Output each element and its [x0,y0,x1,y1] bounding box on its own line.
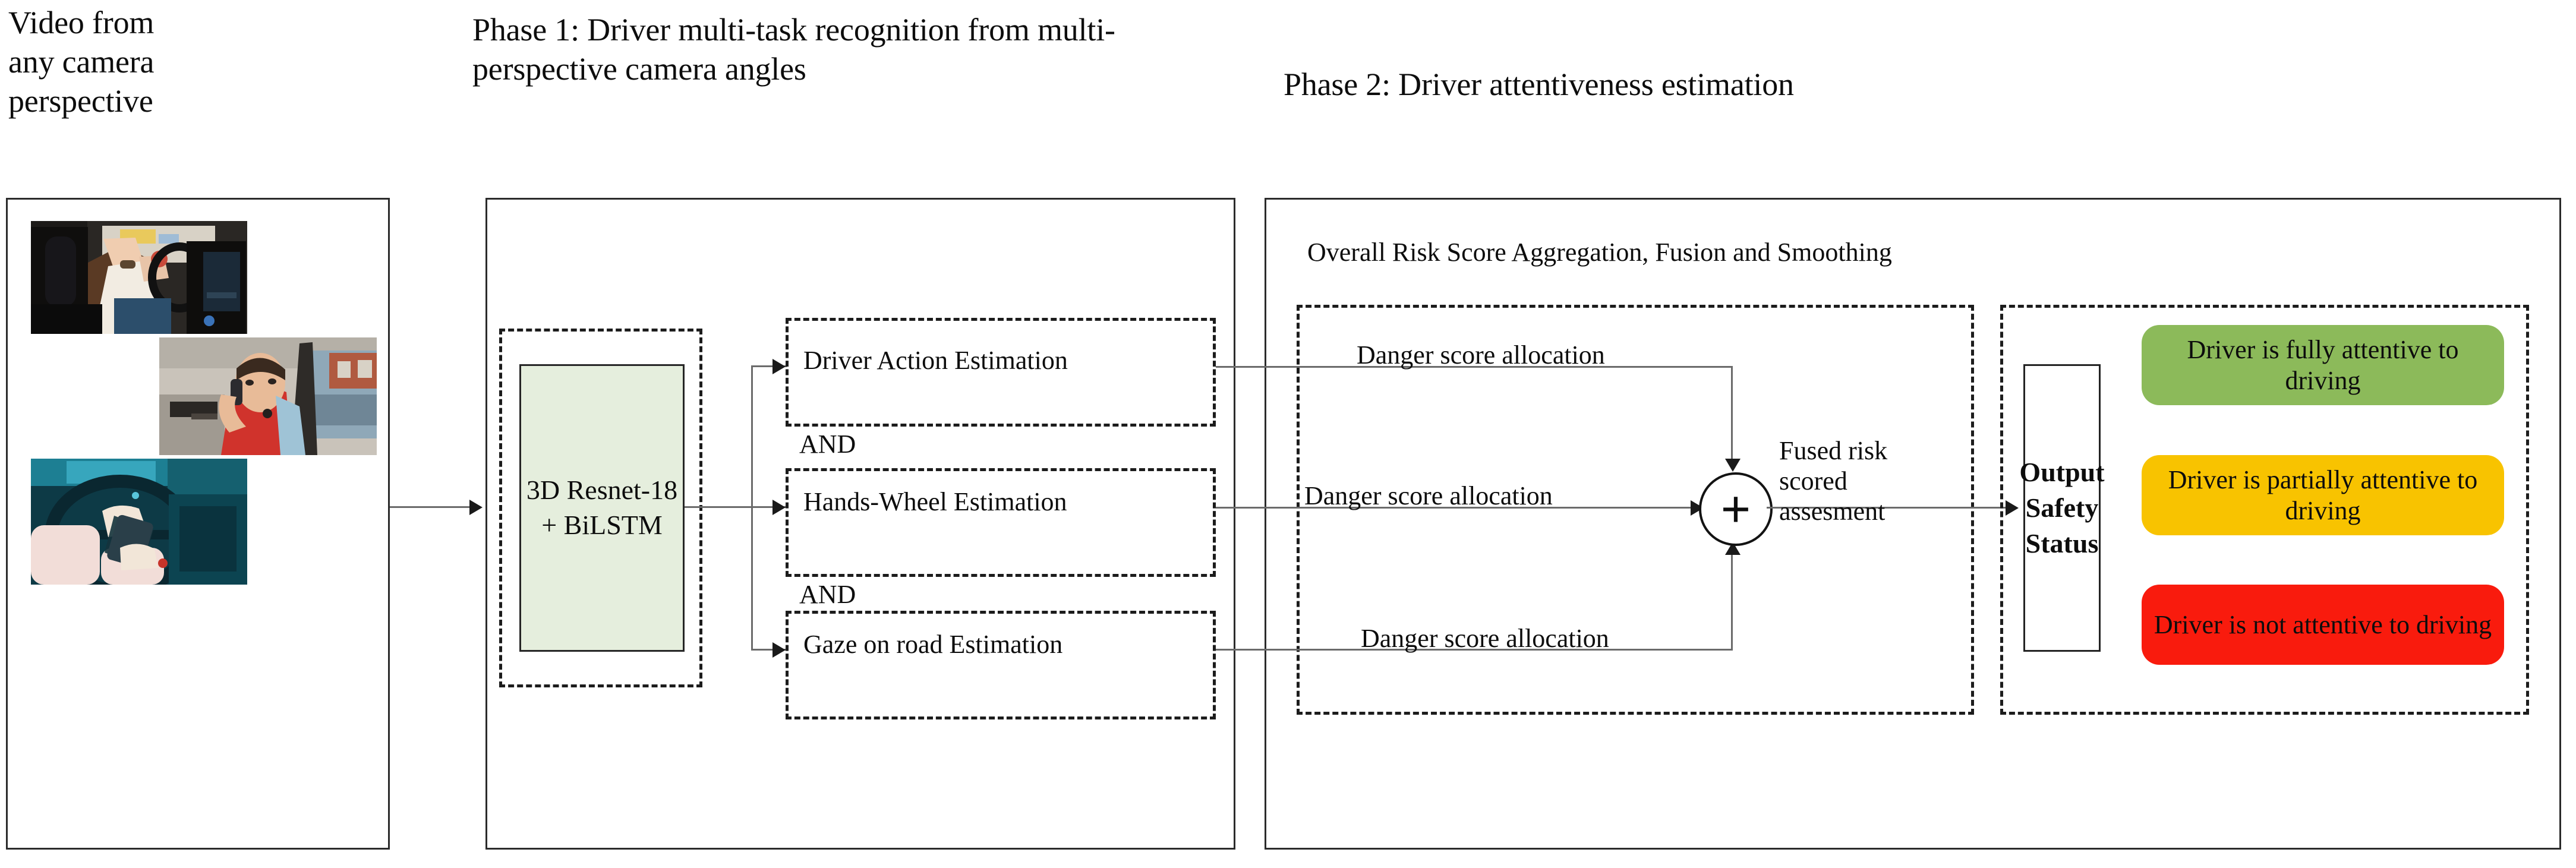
task-label-gaze-on-road: Gaze on road Estimation [803,630,1063,659]
sum-symbol: + [1720,481,1751,538]
status-badge-partially-attentive: Driver is partially attentive to driving [2142,455,2504,535]
fused-risk-line [1767,507,2016,509]
phase2-title: Phase 2: Driver attentiveness estimation [1284,67,1794,102]
output-dashed-region [2000,305,2529,715]
task1-arrow [773,359,786,374]
aggregation-title: Overall Risk Score Aggregation, Fusion a… [1307,238,1892,267]
fusion-sum-node: + [1699,472,1773,546]
input-to-phase1-arrow [469,500,483,515]
danger-score-label-3: Danger score allocation [1361,624,1609,653]
task-label-driver-action: Driver Action Estimation [803,346,1068,375]
driver-texting-hands-thumbnail [31,459,247,585]
model-out-line [685,506,752,508]
connector-and-2: AND [799,580,856,609]
danger-vline-1 [1731,366,1733,461]
driver-phone-call-thumbnail [159,337,377,455]
fused-risk-arrow [2006,500,2019,516]
task-label-hands-wheel: Hands-Wheel Estimation [803,487,1067,516]
aggregation-dashed-region [1297,305,1974,715]
danger-line-3 [1216,649,1733,651]
phase1-model-dashed-region [499,329,702,687]
branch-to-task3-line [751,649,787,651]
danger-arrow-1 [1725,459,1741,472]
task-box-driver-action [786,318,1216,427]
task-box-hands-wheel [786,468,1216,577]
model-block: 3D Resnet-18 + BiLSTM [519,364,685,652]
danger-vline-3 [1731,554,1733,650]
branch-to-task1-line [751,365,787,367]
status-badge-fully-attentive: Driver is fully attentive to driving [2142,325,2504,405]
status-badge-not-attentive: Driver is not attentive to driving [2142,585,2504,665]
danger-score-label-1: Danger score allocation [1357,340,1605,370]
driver-drinking-thumbnail [31,221,247,334]
input-to-phase1-line [390,506,473,508]
danger-line-1 [1216,366,1733,368]
fused-risk-label: Fused risk scored assesment [1779,436,1888,526]
task3-arrow [773,642,786,658]
model-branch-vline [751,365,753,651]
connector-and-1: AND [799,430,856,459]
danger-score-label-2: Danger score allocation [1304,481,1553,510]
danger-line-2 [1216,507,1695,509]
task2-arrow [773,500,786,515]
left-panel-title: Video from any camera perspective [8,5,155,119]
output-safety-status-box: Output Safety Status [2019,364,2105,652]
branch-to-task2-line [751,506,787,508]
task-box-gaze-on-road [786,611,1216,719]
phase1-title: Phase 1: Driver multi-task recognition f… [472,12,1115,87]
